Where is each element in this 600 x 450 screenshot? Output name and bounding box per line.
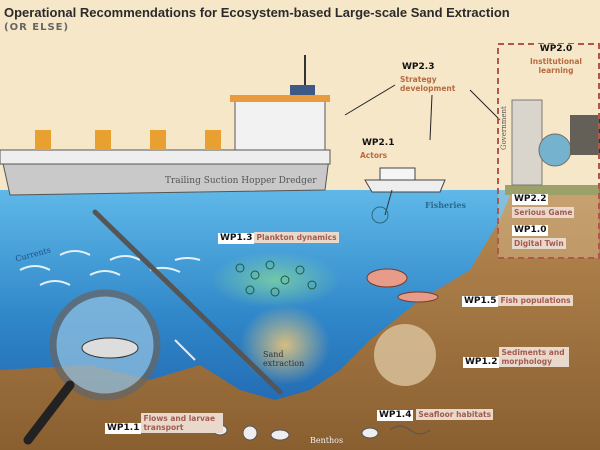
wp-code: WP2.3 (402, 62, 435, 72)
flatfish (366, 268, 439, 303)
wp-code: WP2.0 (537, 44, 575, 55)
wp-desc: Flows and larvae transport (141, 413, 224, 433)
suction-pipe (92, 209, 283, 395)
dredger-label: Trailing Suction Hopper Dredger (165, 176, 317, 186)
wp-desc: Digital Twin (512, 238, 566, 249)
wp-desc: Actors (360, 151, 388, 160)
fisheries-label: Fisheries (425, 200, 466, 210)
coast-grass (505, 185, 600, 195)
currents-arrows (19, 250, 201, 361)
wp-desc: Fish populations (498, 295, 573, 306)
benthos-label: Benthos (310, 436, 344, 445)
wp-desc: Serious Game (512, 207, 575, 218)
wp1-0: WP1.0Digital Twin (512, 225, 600, 249)
wp-desc: Plankton dynamics (254, 232, 339, 243)
magnifying-glass (23, 289, 161, 445)
government-building (511, 99, 600, 186)
sediment-core (374, 324, 436, 386)
wp-desc: Sediments and morphology (499, 347, 570, 367)
plankton-cloud (210, 252, 340, 308)
wp-desc: Seafloor habitats (416, 409, 494, 420)
page-title: Operational Recommendations for Ecosyste… (4, 5, 510, 20)
page-subtitle: (OR ELSE) (4, 22, 70, 33)
wp-code: WP1.5 (462, 296, 499, 307)
wp1-4: WP1.4 Seafloor habitats (377, 407, 494, 421)
wp1-2: WP1.2Sediments and morphology (463, 345, 570, 368)
wp-desc: Institutional learning (530, 57, 582, 75)
wp-code: WP1.4 (377, 410, 414, 421)
wp2-2: WP2.2Serious Game (512, 194, 600, 218)
wp-code: WP1.3 (218, 233, 255, 244)
dredger-ship (0, 55, 331, 196)
sand-plume (240, 305, 330, 385)
arrows (344, 84, 501, 141)
sand-extraction-label: Sand extraction (263, 350, 305, 368)
fishing-boat (364, 167, 446, 224)
seabed (0, 190, 600, 450)
wp-code: WP1.1 (105, 423, 142, 434)
wp2-dashed-box (497, 43, 600, 259)
wp-desc: Strategy development (400, 75, 456, 93)
plankton (235, 260, 317, 297)
wp-code: WP1.2 (463, 357, 500, 368)
wp1-1: WP1.1Flows and larvae transport (105, 411, 224, 434)
wp-code: WP1.0 (512, 225, 549, 236)
government-label: Government (500, 106, 508, 150)
wp-code: WP2.2 (512, 194, 549, 205)
wp-code: WP2.1 (362, 138, 395, 148)
